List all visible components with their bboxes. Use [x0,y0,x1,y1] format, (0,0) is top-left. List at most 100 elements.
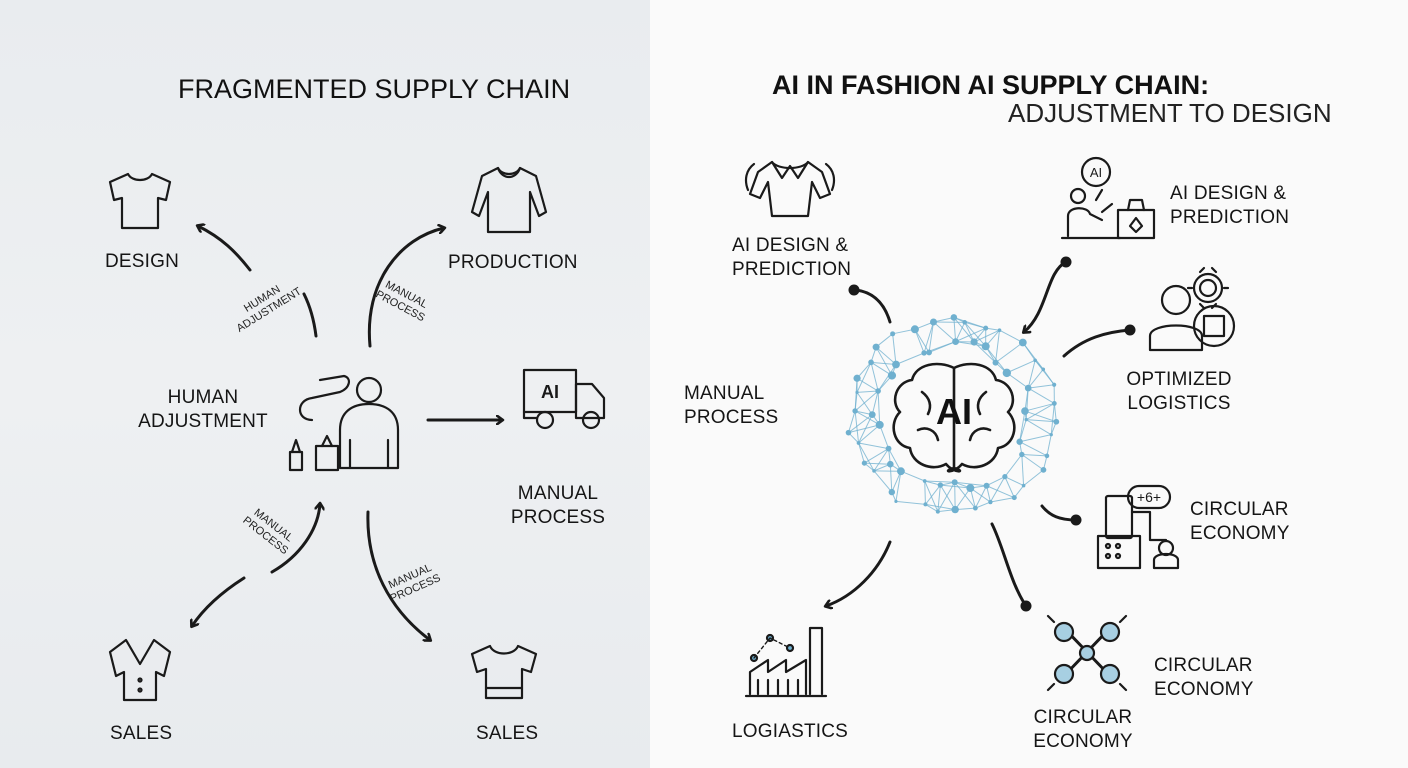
network-link [985,345,1008,374]
network-node [875,420,884,429]
arrow-to-production [367,228,444,348]
human-adjustment-label: HUMAN ADJUSTMENT [138,387,268,432]
network-node [888,488,896,496]
network-node [887,371,897,380]
network-node [937,482,944,488]
network-node [1024,384,1032,392]
network-link [1023,469,1044,486]
network-link [940,484,971,489]
network-node [981,342,990,351]
network-node [1021,483,1026,488]
network-node [922,479,927,483]
arrow-tail-dot [1060,256,1072,268]
network-link [854,410,860,444]
network-link [1046,434,1052,456]
network-node [1040,466,1047,473]
network-node [1041,367,1046,372]
network-link [933,321,956,343]
network-link [870,361,893,376]
network-node [872,469,876,473]
network-node [951,479,958,486]
network-node [997,328,1002,333]
network-link [1004,476,1015,498]
circular-economy-label-3: CIRCULAR ECONOMY [1033,707,1133,752]
network-link [925,503,939,513]
sales-left-label: SALES [110,723,173,744]
network-link [995,330,1001,363]
arrow-to-design [198,226,252,272]
network-link [937,482,956,512]
network-link [990,497,1015,503]
design-label: DESIGN [105,251,180,272]
network-node [970,338,978,346]
network-link [914,329,925,354]
circular-economy-label-2: CIRCULAR ECONOMY [1154,655,1254,700]
network-link [1006,359,1036,374]
network-node [852,408,858,414]
network-node [887,460,894,468]
network-node [1002,474,1008,480]
ai-brain-icon [892,362,1016,473]
factory-icon [744,626,828,698]
network-link [928,321,934,353]
network-link [1024,410,1057,423]
arrow-tail-dot [1124,324,1136,336]
network-node [1021,407,1029,415]
network-link [873,448,889,472]
network-node [972,505,978,511]
network-link [895,471,902,502]
network-link [1019,434,1052,443]
worker-icon [288,374,400,472]
network-node [983,482,990,489]
network-node [910,325,919,334]
network-link [986,476,1006,487]
network-node [892,360,900,369]
network-link [954,487,971,510]
network-node [951,505,959,514]
network-node [1019,451,1025,458]
tshirt-icon [470,644,538,700]
network-link [1025,419,1052,436]
network-link [923,321,934,354]
network-node [923,502,928,507]
network-link [1004,454,1023,477]
optimized-logistics-label: OPTIMIZED LOGISTICS [1126,369,1232,414]
network-link [955,341,986,347]
network-node [853,374,861,382]
shirt-icon [744,160,836,218]
svg-text:AI: AI [1090,165,1102,180]
network-node [868,411,876,419]
arrow-to-worker [270,504,320,574]
network-node [1051,401,1057,406]
network-link [877,390,881,425]
network-link [1021,453,1047,457]
manual-process-label: MANUAL PROCESS [510,483,606,528]
network-link [964,321,986,329]
network-node [935,509,940,514]
arrow-to-logistics [826,540,892,606]
network-link [854,390,879,412]
ai-designer-icon: AI [1060,156,1156,240]
network-link [989,476,1006,503]
network-node [861,460,867,466]
network-link [875,333,893,348]
hub-arrows [826,256,1136,612]
network-link [1025,403,1055,421]
network-node [1044,453,1050,459]
network-node [988,499,993,505]
network-link [848,414,873,434]
arrow-to-circular-economy-2 [990,522,1028,608]
sales-right-label: SALES [476,723,539,744]
network-link [974,485,988,509]
network-node [992,359,999,366]
circular-economy-label-1: CIRCULAR ECONOMY [1190,499,1290,544]
network-link [995,342,1024,364]
network-node [1016,438,1023,445]
network-link [1027,387,1055,404]
network-link [875,346,893,376]
network-link [871,390,879,415]
network-link [875,346,897,365]
network-link [953,317,975,343]
network-link [854,410,880,426]
network-link [858,424,881,444]
